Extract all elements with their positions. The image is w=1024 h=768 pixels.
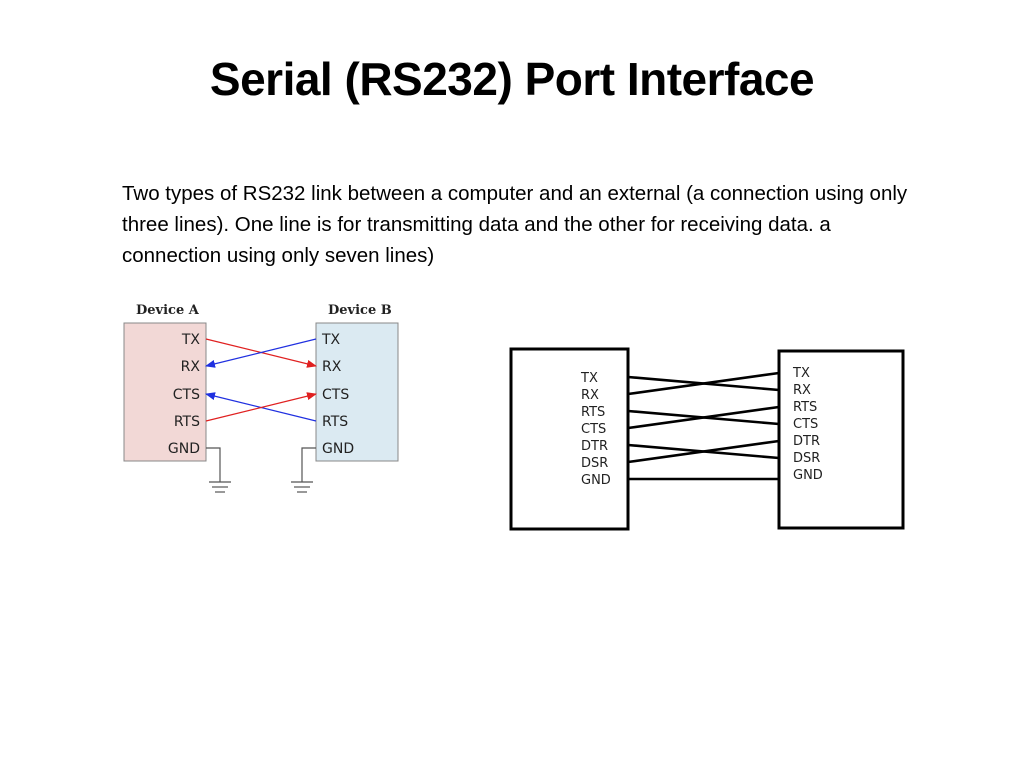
device-a-box [123, 322, 207, 462]
cts-to-rts-wire [627, 405, 780, 430]
ground-symbol-b [291, 447, 316, 493]
left-pin-dtr: DTR [581, 439, 608, 454]
ground-symbol-a [206, 447, 231, 493]
left-pin-tx: TX [580, 371, 598, 386]
device-a-pin-tx: TX [181, 332, 201, 348]
device-a-label: Device A [136, 303, 200, 318]
device-a-pin-gnd: GND [168, 441, 200, 457]
three-line-diagram: Device A Device B TX RX CTS RTS GND TX R… [123, 303, 399, 493]
left-device-box [509, 347, 630, 531]
left-pin-gnd: GND [581, 473, 611, 488]
right-device-box [777, 349, 905, 530]
rts-a-to-cts-b-line [205, 392, 317, 422]
device-a-pin-rx: RX [181, 359, 201, 375]
right-pin-tx: TX [792, 366, 810, 381]
right-pin-dsr: DSR [793, 451, 820, 466]
right-pin-cts: CTS [793, 417, 818, 432]
seven-line-diagram: TX RX RTS CTS DTR DSR GND TX RX RTS CTS … [509, 347, 905, 531]
left-pin-rts: RTS [581, 405, 605, 420]
dsr-to-dtr-wire [627, 439, 780, 464]
right-pin-dtr: DTR [793, 434, 820, 449]
device-b-pin-rx: RX [322, 359, 342, 375]
slide-title: Serial (RS232) Port Interface [209, 53, 815, 105]
rx-to-tx-wire [627, 371, 780, 396]
device-b-pin-tx: TX [321, 332, 341, 348]
left-pin-dsr: DSR [581, 456, 608, 471]
device-a-pin-cts: CTS [173, 387, 200, 403]
right-pin-gnd: GND [793, 468, 823, 483]
device-b-pin-gnd: GND [322, 441, 354, 457]
device-a-pin-rts: RTS [174, 414, 200, 430]
device-b-pin-rts: RTS [322, 414, 348, 430]
right-pin-rx: RX [793, 383, 811, 398]
device-b-pin-cts: CTS [322, 387, 349, 403]
left-pin-rx: RX [581, 388, 599, 403]
tx-b-to-rx-a-line [205, 338, 317, 368]
right-pin-rts: RTS [793, 400, 817, 415]
left-pin-cts: CTS [581, 422, 606, 437]
device-b-label: Device B [328, 303, 392, 318]
device-b-box [315, 322, 399, 462]
slide-body-text: Two types of RS232 link between a comput… [122, 182, 908, 267]
